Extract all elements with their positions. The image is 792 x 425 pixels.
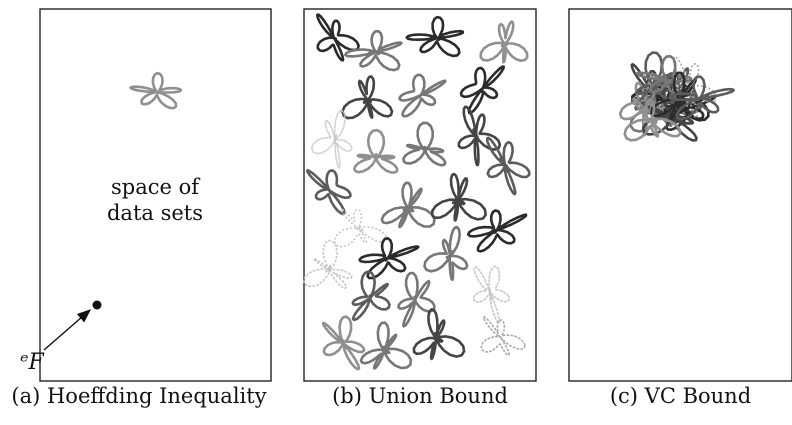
dataset-label: ᵉF xyxy=(20,350,44,375)
hypothesis-blob xyxy=(359,321,413,370)
caption-b: (b) Union Bound xyxy=(332,384,508,408)
hypothesis-blob xyxy=(479,20,529,64)
hypothesis-blob xyxy=(668,75,735,121)
hypothesis-blob xyxy=(341,75,394,120)
space-of-label: space of xyxy=(110,175,200,199)
hypothesis-blob xyxy=(353,128,399,174)
hypothesis-blob xyxy=(358,237,420,280)
dataset-arrow xyxy=(43,309,92,351)
panel-b-frame xyxy=(303,8,537,382)
hypothesis-blob xyxy=(457,105,502,167)
hypothesis-blob xyxy=(423,225,469,281)
hypothesis-blob xyxy=(351,270,391,322)
hypothesis-blob xyxy=(459,65,505,115)
hypothesis-blob xyxy=(485,136,531,196)
hypothesis-blob xyxy=(129,71,183,110)
hypothesis-blob xyxy=(472,265,511,324)
hypothesis-blob xyxy=(306,169,352,216)
hypothesis-blob xyxy=(405,15,465,58)
hypothesis-blob xyxy=(398,73,447,118)
hypothesis-blob xyxy=(380,181,436,229)
hypothesis-blob xyxy=(635,54,693,103)
hypothesis-blob xyxy=(310,109,353,169)
panel-a-text: space of data sets xyxy=(90,174,220,226)
dataset-point xyxy=(92,300,102,310)
data-sets-label: data sets xyxy=(106,201,204,225)
hypothesis-blob xyxy=(412,308,466,361)
hypothesis-blob xyxy=(480,316,526,356)
hypothesis-blob xyxy=(402,121,447,167)
caption-a: (a) Hoeffding Inequality xyxy=(11,384,267,408)
hypothesis-blob xyxy=(321,315,366,371)
hypothesis-blobs xyxy=(129,13,735,371)
panel-c-frame xyxy=(568,8,792,382)
panel-a-frame xyxy=(39,8,272,382)
hypothesis-blob xyxy=(316,13,360,62)
hypothesis-blob xyxy=(344,29,403,72)
hypothesis-blob xyxy=(431,172,487,222)
caption-c: (c) VC Bound xyxy=(609,384,752,408)
hypothesis-blob xyxy=(623,97,682,142)
hypothesis-blob xyxy=(642,79,698,142)
hypothesis-blob xyxy=(397,271,436,328)
hypothesis-blob xyxy=(466,209,528,253)
hypothesis-blob xyxy=(303,239,353,290)
